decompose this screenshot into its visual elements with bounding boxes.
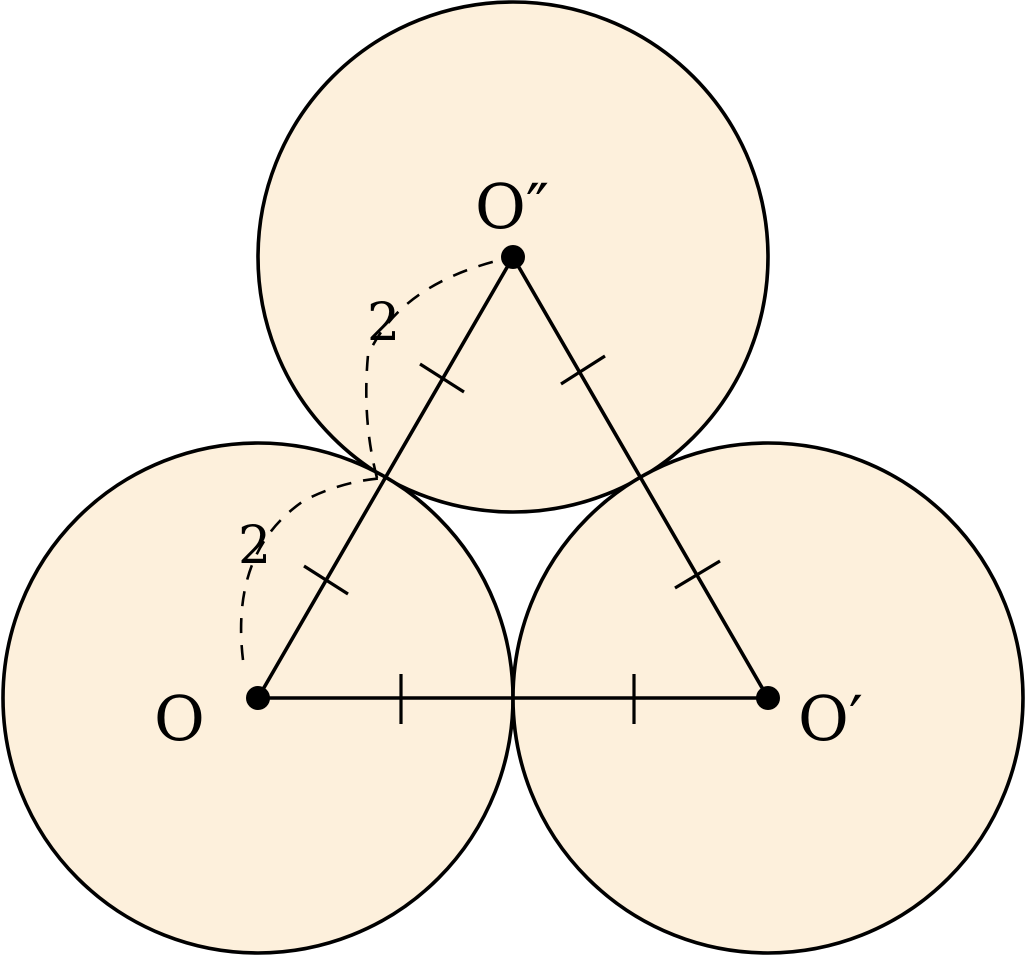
label-o-double-prime: O″	[475, 170, 549, 243]
tick-mark	[303, 564, 349, 596]
point-o-prime	[756, 686, 780, 710]
point-o-double-prime	[501, 245, 525, 269]
label-o-prime: O′	[798, 682, 863, 755]
tick-mark	[560, 354, 606, 386]
dashed-brace-upper	[365, 258, 501, 479]
label-o: O	[154, 682, 205, 755]
segment-o-o-double-prime	[256, 255, 515, 700]
radius-label-lower: 2	[238, 516, 271, 576]
tick-mark	[674, 559, 721, 590]
dashed-brace-lower	[239, 476, 387, 661]
radius-label-upper: 2	[367, 293, 400, 353]
tick-mark	[419, 362, 465, 394]
point-o	[246, 686, 270, 710]
segment-o-prime-o-double-prime	[511, 255, 770, 700]
